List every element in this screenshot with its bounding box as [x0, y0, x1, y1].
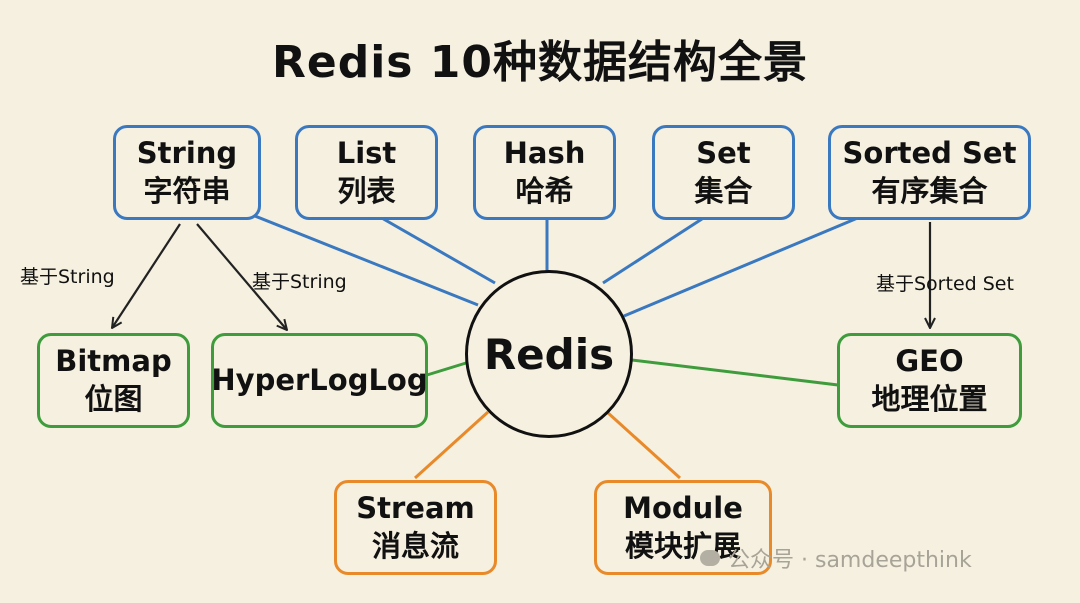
node-bitmap-en: Bitmap	[55, 343, 172, 378]
node-stream-en: Stream	[356, 490, 475, 525]
arrow-string-bitmap	[112, 223, 181, 328]
node-set: Set 集合	[652, 125, 795, 220]
node-sorted-set-zh: 有序集合	[871, 173, 988, 208]
node-geo-en: GEO	[895, 343, 964, 378]
node-hyperloglog-en: HyperLogLog	[211, 362, 428, 397]
node-list: List 列表	[295, 125, 438, 220]
node-set-en: Set	[696, 135, 751, 170]
node-set-zh: 集合	[694, 173, 753, 208]
node-hash-en: Hash	[503, 135, 586, 170]
arrow-string-hyperloglog	[196, 223, 287, 330]
node-list-zh: 列表	[337, 173, 396, 208]
page-title: Redis 10种数据结构全景	[271, 37, 809, 88]
node-string: String 字符串	[113, 125, 261, 220]
node-hash: Hash 哈希	[473, 125, 616, 220]
node-string-en: String	[136, 135, 238, 170]
node-geo-zh: 地理位置	[871, 381, 988, 416]
edge-redis-geo	[631, 358, 839, 387]
node-string-zh: 字符串	[143, 173, 231, 208]
center-node-redis: Redis	[465, 270, 633, 438]
watermark-text: 公众号 · samdeepthink	[728, 548, 972, 573]
edge-redis-stream	[413, 410, 490, 480]
edge-redis-list	[379, 215, 496, 285]
edge-redis-string	[244, 210, 479, 307]
node-sorted-set: Sorted Set 有序集合	[828, 125, 1031, 220]
node-hyperloglog: HyperLogLog	[211, 333, 428, 428]
derive-label-geo: 基于Sorted Set	[876, 273, 1014, 295]
edge-redis-set	[602, 215, 706, 285]
node-module: Module 模块扩展	[594, 480, 772, 575]
node-bitmap-zh: 位图	[84, 381, 143, 416]
node-module-zh: 模块扩展	[624, 528, 741, 563]
edge-redis-hyperloglog	[426, 361, 467, 377]
node-list-en: List	[336, 135, 397, 170]
edge-redis-module	[605, 410, 682, 480]
node-stream: Stream 消息流	[334, 480, 497, 575]
chat-bubble-icon	[700, 550, 720, 566]
derive-label-bitmap: 基于String	[20, 266, 115, 288]
derive-label-hyperloglog: 基于String	[252, 271, 347, 293]
node-stream-zh: 消息流	[371, 528, 459, 563]
edge-redis-sorted-set	[623, 215, 861, 318]
node-bitmap: Bitmap 位图	[37, 333, 190, 428]
watermark: 公众号 · samdeepthink	[700, 542, 972, 574]
node-module-en: Module	[623, 490, 743, 525]
node-geo: GEO 地理位置	[837, 333, 1022, 428]
node-hash-zh: 哈希	[515, 173, 574, 208]
node-sorted-set-en: Sorted Set	[842, 135, 1017, 170]
